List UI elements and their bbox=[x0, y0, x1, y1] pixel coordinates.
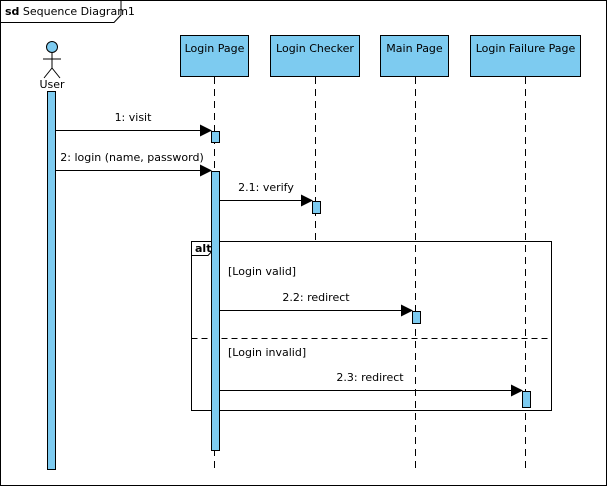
user-activation-bar bbox=[47, 91, 56, 470]
actor-label: User bbox=[39, 78, 65, 91]
guard-bg-valid bbox=[218, 264, 290, 278]
message-login-label: 2: login (name, password) bbox=[60, 151, 204, 164]
actor-user[interactable]: User bbox=[39, 41, 65, 92]
login-page-activation-2 bbox=[211, 171, 220, 451]
alt-fragment-frame bbox=[191, 241, 552, 411]
main-page-activation bbox=[412, 311, 421, 324]
frame-name: Sequence Diagram1 bbox=[23, 5, 135, 18]
lifeline-main-page[interactable]: Main Page bbox=[380, 35, 449, 473]
lifeline-label-login-checker: Login Checker bbox=[276, 42, 354, 55]
message-redirect-failure-label: 2.3: redirect bbox=[336, 371, 404, 384]
lifeline-label-login-page: Login Page bbox=[185, 42, 245, 55]
message-visit[interactable]: 1: visit bbox=[56, 111, 212, 137]
lifeline-head-login-page[interactable] bbox=[180, 35, 249, 77]
message-visit-label: 1: visit bbox=[115, 111, 153, 124]
message-redirect-main[interactable]: 2.2: redirect bbox=[220, 291, 413, 317]
lifeline-label-main-page: Main Page bbox=[386, 42, 443, 55]
lifeline-head-login-failure-page[interactable] bbox=[470, 35, 581, 77]
guard-login-invalid: [Login invalid] bbox=[228, 346, 306, 359]
frame-title: sd Sequence Diagram1 bbox=[5, 5, 135, 18]
lifeline-login-checker[interactable]: Login Checker bbox=[270, 35, 360, 241]
guard-bg-invalid bbox=[218, 345, 298, 359]
message-login[interactable]: 2: login (name, password) bbox=[56, 151, 212, 177]
lifeline-head-login-checker[interactable] bbox=[270, 35, 360, 77]
frame-keyword: sd bbox=[5, 5, 19, 18]
lifeline-head-main-page[interactable] bbox=[380, 35, 449, 77]
login-checker-activation bbox=[312, 201, 321, 214]
message-redirect-failure[interactable]: 2.3: redirect bbox=[220, 371, 523, 397]
guard-login-valid: [Login valid] bbox=[228, 265, 296, 278]
message-verify-label: 2.1: verify bbox=[238, 181, 294, 194]
actor-head bbox=[46, 41, 58, 53]
message-redirect-main-label: 2.2: redirect bbox=[282, 291, 350, 304]
lifeline-label-login-failure-page: Login Failure Page bbox=[476, 42, 576, 55]
alt-fragment[interactable]: alt [Login valid] [Login invalid] bbox=[191, 241, 552, 411]
alt-operator-label: alt bbox=[195, 242, 211, 255]
login-failure-page-activation bbox=[522, 391, 531, 408]
message-verify[interactable]: 2.1: verify bbox=[220, 181, 313, 207]
login-page-activation-1 bbox=[211, 131, 220, 143]
